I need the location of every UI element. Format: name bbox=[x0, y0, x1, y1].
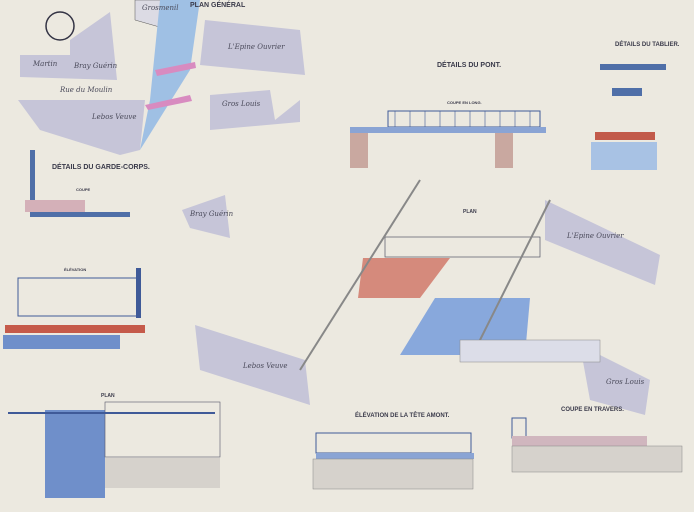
label-martin: Martin bbox=[33, 60, 58, 68]
label-rue: Rue du Moulin bbox=[60, 86, 113, 94]
label-lebos-mid: Lebos Veuve bbox=[243, 362, 288, 370]
title-elevation-tete: ÉLÉVATION DE LA TÊTE AMONT. bbox=[355, 413, 450, 419]
river bbox=[140, 0, 200, 150]
stamp-seal bbox=[45, 11, 75, 41]
title-coupe-travers: COUPE EN TRAVERS. bbox=[561, 407, 624, 413]
label-gros-louis-mid: Gros Louis bbox=[606, 378, 645, 386]
label-l-epine-mid: L'Epine Ouvrier bbox=[567, 232, 624, 240]
title-plan-bottom: PLAN bbox=[101, 393, 115, 399]
title-details-tablier: DÉTAILS DU TABLIER. bbox=[615, 42, 680, 48]
label-bray-guerin-mid: Bray Guérin bbox=[190, 210, 234, 218]
title-details-pont: DÉTAILS DU PONT. bbox=[437, 62, 502, 69]
label-lebos: Lebos Veuve bbox=[92, 113, 137, 121]
title-plan-general: PLAN GÉNÉRAL bbox=[190, 2, 246, 9]
title-details-garde-corps: DÉTAILS DU GARDE-CORPS. bbox=[52, 164, 150, 171]
label-gros-louis: Gros Louis bbox=[222, 100, 261, 108]
title-plan-center: PLAN bbox=[463, 209, 477, 215]
title-coupe: COUPE bbox=[76, 187, 91, 192]
title-elevation: ÉLÉVATION bbox=[64, 267, 87, 272]
label-bray-guerin: Bray Guérin bbox=[74, 62, 118, 70]
title-coupe-long: COUPE EN LONG. bbox=[447, 100, 482, 105]
parcel-martin bbox=[20, 12, 117, 80]
label-grosmenil: Grosmenil bbox=[142, 4, 179, 12]
label-l-epine: L'Epine Ouvrier bbox=[228, 43, 285, 51]
